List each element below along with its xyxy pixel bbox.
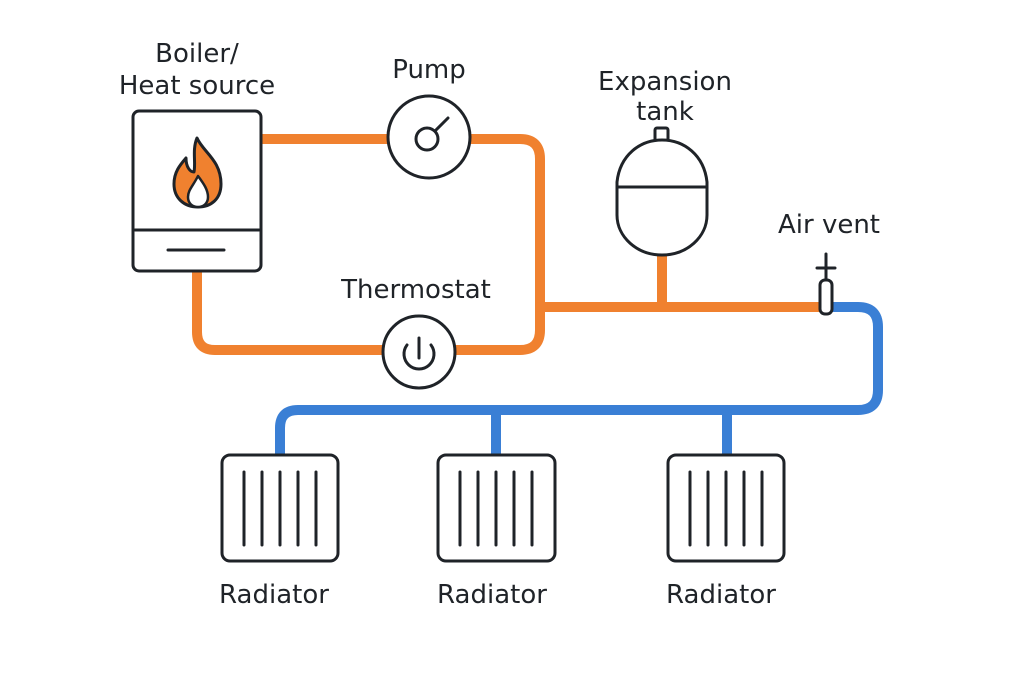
gauge-icon: [414, 116, 450, 152]
radiator-1: [220, 453, 340, 563]
radiator-icon: [436, 453, 557, 563]
radiator-3: [666, 453, 786, 563]
radiator-label: Radiator: [437, 580, 547, 610]
air-vent-label: Air vent: [778, 210, 880, 240]
flame-outer: [172, 136, 223, 209]
pump: [386, 94, 472, 180]
pump-label: Pump: [392, 55, 466, 85]
boiler-label-line1: Boiler/: [155, 39, 239, 69]
expansion-tank-label-line2: tank: [636, 97, 694, 127]
expansion-tank: [615, 126, 709, 257]
boiler-label-line2: Heat source: [119, 71, 275, 101]
flame-inner: [186, 174, 210, 209]
thermostat-label: Thermostat: [340, 275, 491, 305]
radiator-loop-pipes: [275, 302, 883, 460]
power-icon: [402, 336, 436, 371]
thermostat: [381, 314, 457, 390]
tank-icon: [615, 138, 709, 257]
flame-icon: [172, 136, 223, 209]
radiator-label: Radiator: [219, 580, 329, 610]
air-vent: [815, 252, 837, 316]
radiator-2: [436, 453, 557, 563]
hot-water-pipes: [192, 134, 831, 355]
supply-pipe-after-pump: [451, 134, 545, 355]
boiler: [131, 109, 263, 273]
valve-icon: [815, 252, 837, 316]
radiator-label: Radiator: [666, 580, 776, 610]
return-pipe: [192, 267, 387, 355]
radiator-icon: [220, 453, 340, 563]
radiator-icon: [666, 453, 786, 563]
radiator-supply-pipe: [275, 302, 883, 460]
expansion-tank-label-line1: Expansion: [598, 67, 732, 97]
